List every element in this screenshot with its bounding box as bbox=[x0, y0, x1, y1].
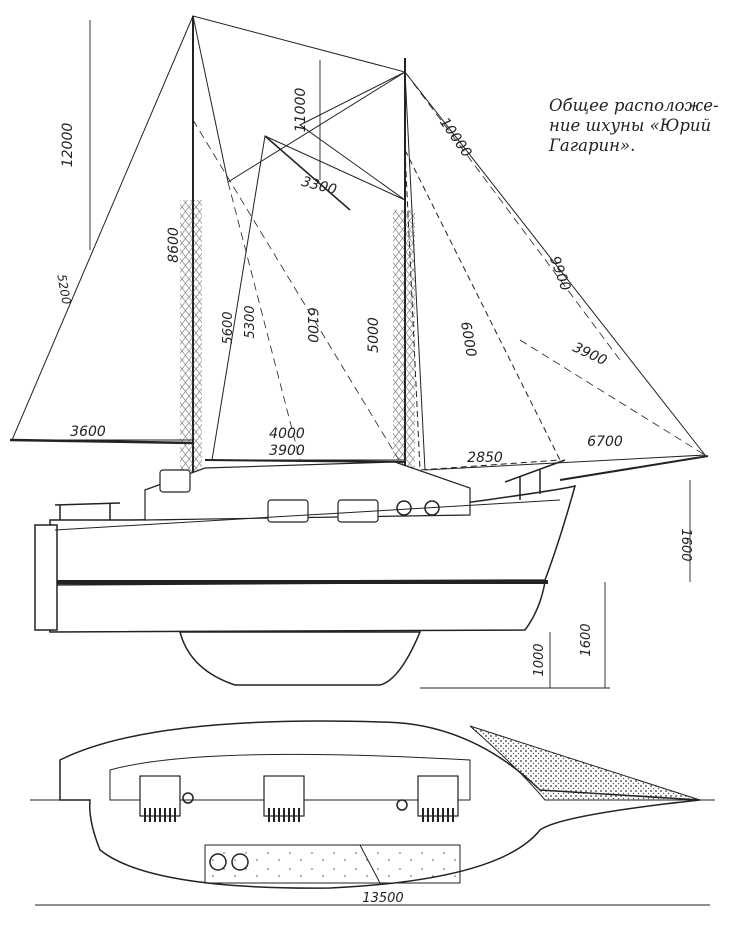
plan-tank-2 bbox=[231, 853, 249, 871]
porthole-1 bbox=[396, 500, 412, 516]
stay-line-2 bbox=[404, 71, 621, 361]
keel bbox=[179, 631, 422, 686]
stay-line-4 bbox=[519, 339, 706, 456]
label-6100: 6100 bbox=[304, 307, 320, 343]
stay-line-1 bbox=[192, 119, 406, 471]
caption-line-3: Гагарин». bbox=[549, 136, 636, 155]
figure-caption: Общее расположе- ние шхуны «Юрий Гагарин… bbox=[549, 96, 747, 156]
staysail bbox=[404, 149, 561, 471]
bowsprit bbox=[559, 455, 709, 481]
label-3900-jib: 3900 bbox=[570, 340, 609, 370]
plan-partition bbox=[359, 844, 381, 884]
caption-line-2: ние шхуны «Юрий bbox=[549, 116, 712, 135]
grate-3 bbox=[422, 808, 454, 822]
plan-tank-1 bbox=[209, 853, 227, 871]
plan-mast-main bbox=[396, 799, 408, 811]
label-5000: 5000 bbox=[366, 317, 382, 353]
label-3300: 3300 bbox=[300, 174, 339, 199]
plan-interior bbox=[109, 753, 471, 801]
grate-2 bbox=[268, 808, 300, 822]
window-1 bbox=[267, 499, 309, 523]
label-10000: 10000 bbox=[436, 115, 475, 161]
label-11000: 11000 bbox=[293, 88, 309, 133]
sheer-line bbox=[54, 499, 561, 531]
main-gaff bbox=[264, 135, 351, 211]
label-5300: 5300 bbox=[243, 305, 258, 338]
label-freeboard-1600: 1600 bbox=[678, 528, 693, 561]
plan-engine-area bbox=[204, 844, 461, 884]
label-9900: 9900 bbox=[546, 254, 573, 293]
stay-line-3 bbox=[227, 181, 301, 461]
label-3600: 3600 bbox=[70, 424, 106, 440]
bow-rail bbox=[504, 459, 566, 500]
main-shrouds bbox=[393, 210, 415, 530]
label-6700: 6700 bbox=[587, 434, 623, 450]
grate-1 bbox=[144, 808, 176, 822]
fore-boom bbox=[9, 438, 194, 445]
deckhouse bbox=[144, 461, 471, 521]
plan-bow-netting bbox=[469, 725, 701, 801]
fore-shrouds bbox=[180, 200, 202, 530]
fore-topsail bbox=[192, 15, 407, 183]
label-overall-length: 13500 bbox=[362, 891, 403, 906]
caption-line-1: Общее расположе- bbox=[549, 96, 719, 115]
stern-rail bbox=[54, 502, 121, 520]
label-4000: 4000 bbox=[269, 426, 305, 442]
label-5200: 5200 bbox=[54, 273, 73, 306]
label-6000: 6000 bbox=[457, 320, 479, 358]
main-boom bbox=[204, 459, 406, 463]
label-2850: 2850 bbox=[467, 450, 503, 466]
window-3 bbox=[159, 469, 191, 493]
main-topsail bbox=[299, 71, 406, 201]
label-3900-main: 3900 bbox=[269, 443, 305, 459]
label-12000: 12000 bbox=[60, 123, 76, 168]
plan-mast-fore bbox=[182, 792, 194, 804]
label-keel-1000: 1000 bbox=[532, 643, 547, 676]
hull-underwater bbox=[39, 581, 546, 633]
label-5600: 5600 bbox=[221, 311, 236, 344]
label-8600: 8600 bbox=[166, 227, 182, 263]
rudder bbox=[34, 524, 58, 631]
label-draft-1600: 1600 bbox=[579, 623, 594, 656]
